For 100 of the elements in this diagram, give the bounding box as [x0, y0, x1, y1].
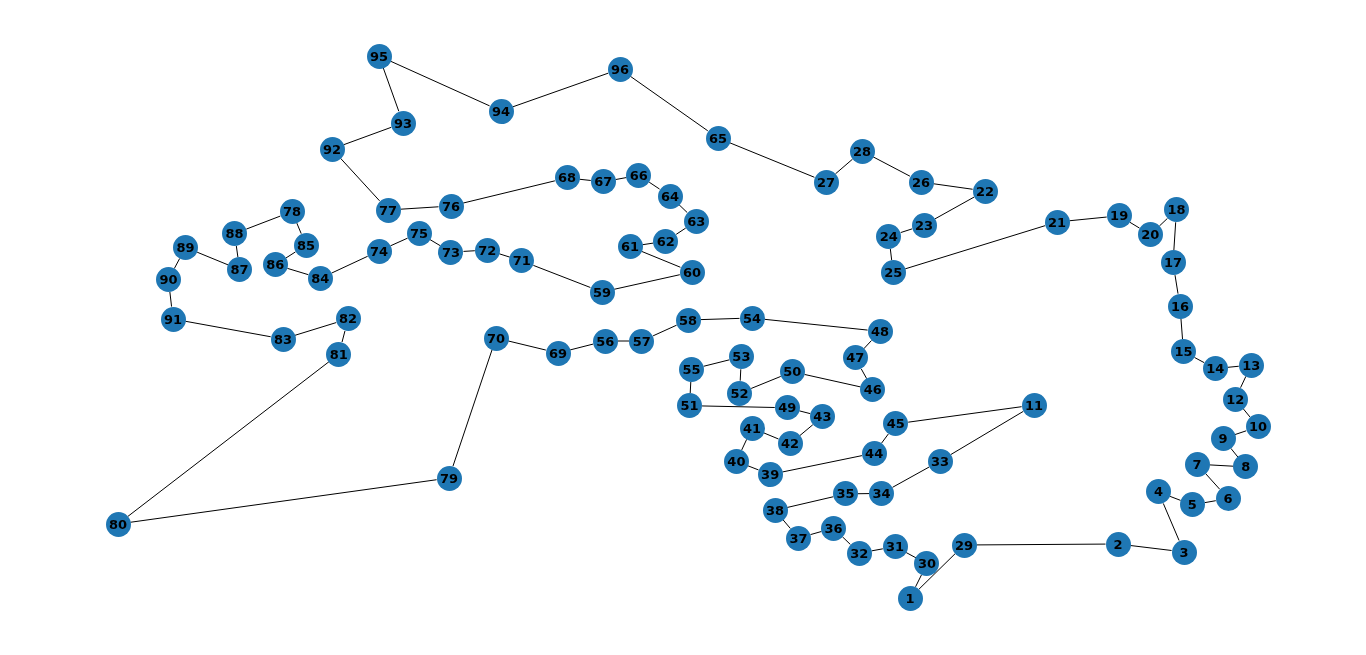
- connector-line: [841, 536, 851, 545]
- graph-node: [293, 232, 319, 258]
- node-label: 42: [781, 437, 800, 451]
- connector-line: [678, 204, 688, 213]
- connector-line: [689, 381, 692, 394]
- graph-node: [474, 237, 500, 263]
- connector-line: [763, 432, 779, 440]
- node-label: 26: [911, 175, 931, 189]
- connector-line: [729, 142, 815, 178]
- graph-node: [545, 340, 571, 366]
- node-label: 79: [439, 471, 459, 485]
- graph-node: [842, 345, 868, 371]
- node-label: 35: [836, 487, 855, 501]
- node-label: 75: [409, 226, 429, 240]
- connector-line: [286, 267, 309, 276]
- graph-node: [727, 380, 753, 406]
- connector-line: [498, 253, 511, 258]
- graph-node: [1222, 386, 1248, 412]
- graph-node: [227, 257, 253, 283]
- node-label: 61: [620, 240, 640, 254]
- graph-node: [366, 238, 392, 264]
- connector-line: [809, 531, 822, 536]
- node-label: 37: [789, 531, 808, 545]
- node-label: 28: [852, 144, 872, 158]
- node-label: 72: [478, 243, 497, 257]
- connector-line: [1129, 545, 1173, 551]
- node-label: 9: [1218, 432, 1228, 446]
- graph-node: [590, 169, 616, 195]
- graph-node: [589, 279, 615, 305]
- connector-line: [507, 340, 547, 351]
- node-label: 14: [1206, 362, 1225, 376]
- connector-line: [617, 340, 630, 342]
- graph-node: [777, 431, 803, 457]
- node-label: 17: [1164, 256, 1183, 270]
- connector-line: [648, 181, 661, 190]
- node-label: 57: [632, 334, 651, 348]
- node-label: 39: [761, 468, 780, 481]
- node-label: 33: [930, 454, 950, 468]
- connector-line: [399, 206, 440, 210]
- graph-node: [653, 228, 679, 254]
- graph-node: [326, 341, 352, 367]
- connector-line: [184, 320, 272, 338]
- graph-node: [785, 525, 811, 551]
- node-label: 2: [1113, 537, 1123, 551]
- connector-line: [700, 317, 740, 321]
- connector-line: [889, 248, 893, 261]
- connector-line: [860, 368, 868, 380]
- node-label: 24: [879, 229, 898, 243]
- connector-line: [1068, 216, 1108, 222]
- graph-node: [876, 223, 902, 249]
- connector-line: [1129, 221, 1141, 229]
- node-label: 82: [339, 312, 358, 326]
- node-label: 94: [491, 104, 511, 118]
- graph-node: [1137, 222, 1163, 248]
- connector-line: [1234, 430, 1247, 436]
- graph-node: [723, 448, 749, 474]
- node-label: 53: [732, 350, 751, 364]
- connector-line: [343, 126, 392, 146]
- connector-line: [786, 496, 834, 508]
- node-label: 1: [905, 591, 915, 605]
- connector-line: [781, 455, 863, 473]
- graph-node: [1167, 293, 1193, 319]
- node-label: 69: [548, 346, 568, 360]
- graph-node: [927, 448, 953, 474]
- connector-line: [1227, 365, 1240, 368]
- connector-line: [1162, 502, 1180, 541]
- connector-line: [863, 340, 872, 350]
- graph-node: [867, 318, 893, 344]
- connector-line: [739, 368, 742, 382]
- connector-line: [892, 466, 930, 488]
- node-label: 43: [813, 410, 832, 424]
- node-label: 50: [783, 365, 802, 379]
- connector-line: [932, 183, 974, 190]
- graph-node: [173, 234, 199, 260]
- node-label: 70: [486, 331, 506, 345]
- connector-line: [389, 60, 491, 107]
- graph-node: [279, 199, 305, 225]
- graph-node: [683, 208, 709, 234]
- connector-line: [1209, 464, 1234, 467]
- node-label: 85: [297, 238, 316, 252]
- node-label: 71: [512, 254, 531, 268]
- graph-node: [1215, 486, 1241, 511]
- graph-node: [897, 585, 923, 611]
- graph-node: [160, 306, 186, 332]
- graph-node: [813, 169, 839, 195]
- node-label: 55: [682, 362, 701, 376]
- node-label: 27: [816, 175, 836, 189]
- graph-node: [972, 178, 998, 204]
- graph-node: [488, 98, 514, 124]
- graph-node: [757, 462, 783, 487]
- node-label: 77: [378, 203, 398, 217]
- graph-node: [728, 344, 754, 370]
- connector-line: [904, 225, 1046, 270]
- connector-line: [1169, 495, 1182, 501]
- connector-line: [641, 250, 681, 268]
- node-label: 15: [1174, 345, 1193, 359]
- connector-line: [341, 330, 346, 343]
- connector-line: [798, 410, 811, 415]
- connector-line: [918, 553, 956, 590]
- connector-line: [675, 227, 687, 235]
